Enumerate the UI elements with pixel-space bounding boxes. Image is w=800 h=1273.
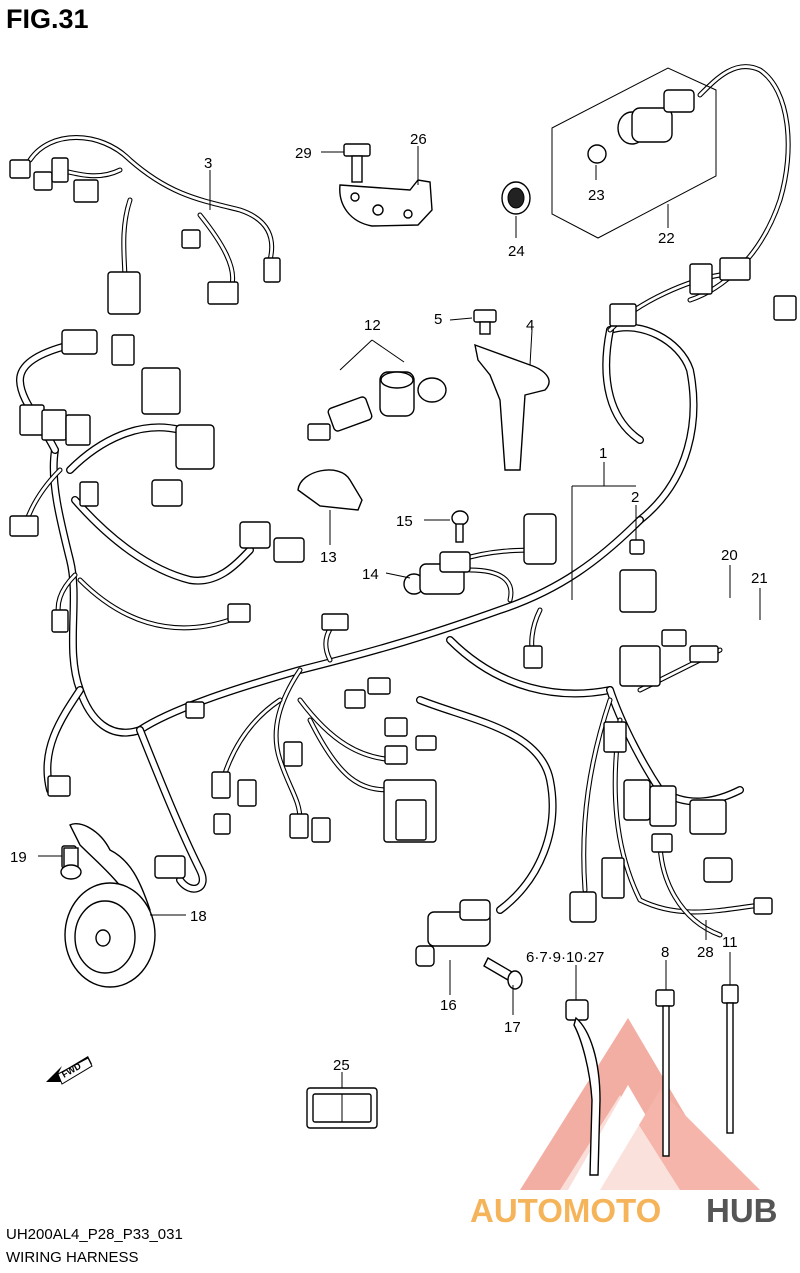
switch-14: [403, 551, 471, 595]
leader-lines: [38, 146, 761, 1088]
callout-26: 26: [410, 131, 427, 148]
main-harness: [16, 64, 791, 938]
callout-5: 5: [434, 311, 442, 328]
callout-18: 18: [190, 908, 207, 925]
bolt-5: [473, 309, 497, 335]
assembly-name: WIRING HARNESS: [6, 1249, 139, 1266]
callout-1: 1: [599, 445, 607, 462]
bracket-26: [339, 179, 433, 227]
callout-20: 20: [721, 547, 738, 564]
callout-29: 29: [295, 145, 312, 162]
callout-8: 8: [661, 944, 669, 961]
harness-connectors: [9, 157, 797, 923]
part-13: [297, 469, 363, 511]
callout-12: 12: [364, 317, 381, 334]
callout-15: 15: [396, 513, 413, 530]
callout-4: 4: [526, 317, 534, 334]
callout-25: 25: [333, 1057, 350, 1074]
switch-16: [415, 899, 491, 967]
callout-group-clamps: 6·7·9·10·27: [526, 949, 604, 966]
callout-numbers: 3 26 29 23 22 24 12 5 4 1 2 15 13 14 20 …: [10, 131, 768, 1074]
bracket-4: [474, 343, 550, 471]
watermark-hub: HUB: [706, 1192, 778, 1229]
callout-22: 22: [658, 230, 675, 247]
callout-17: 17: [504, 1019, 521, 1036]
bolt-29: [343, 143, 371, 183]
callout-19: 19: [10, 849, 27, 866]
watermark-text: AUTOMOTO HUB: [470, 1192, 778, 1229]
screw-17: [483, 957, 523, 990]
clamps: [565, 984, 739, 1176]
callout-21: 21: [751, 570, 768, 587]
callout-23: 23: [588, 187, 605, 204]
fwd-arrow: FWD: [46, 1056, 93, 1085]
callout-3: 3: [204, 155, 212, 172]
screw-15: [451, 510, 469, 543]
callout-24: 24: [508, 243, 525, 260]
part-code: UH200AL4_P28_P33_031: [6, 1226, 183, 1243]
callout-2: 2: [631, 489, 639, 506]
horn: [61, 823, 156, 988]
screw-19: [60, 847, 82, 880]
kit-22: [501, 67, 717, 239]
callout-28: 28: [697, 944, 714, 961]
socket-assembly: [307, 371, 447, 441]
callout-16: 16: [440, 997, 457, 1014]
callout-14: 14: [362, 566, 379, 583]
callout-13: 13: [320, 549, 337, 566]
callout-11: 11: [722, 934, 738, 951]
watermark-logo: [520, 1018, 760, 1190]
part-25-label-plate: [306, 1087, 378, 1129]
watermark-automoto: AUTOMOTO: [470, 1192, 661, 1229]
figure-title: FIG.31: [6, 4, 89, 34]
